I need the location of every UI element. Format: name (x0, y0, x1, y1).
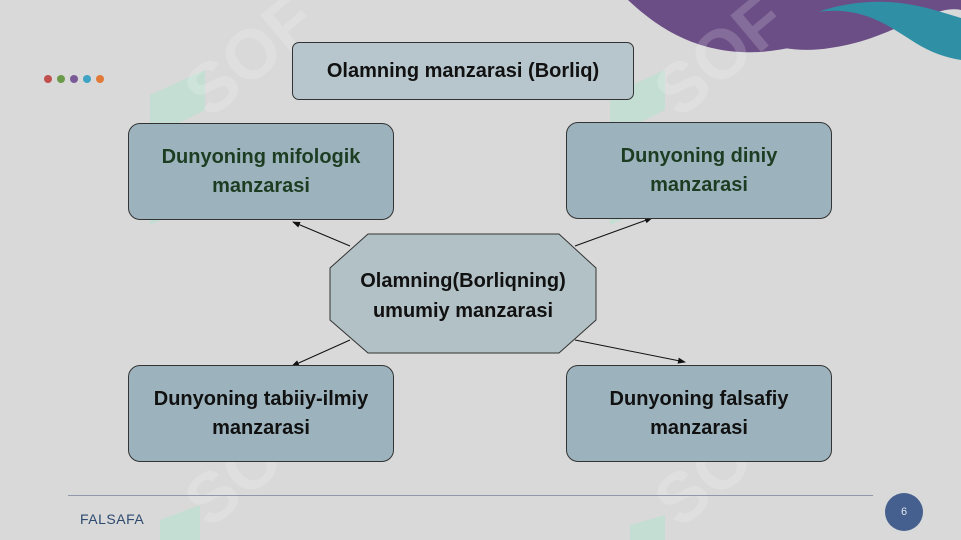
center-node-label: Olamning(Borliqning) umumiy manzarasi (330, 266, 596, 326)
center-label-line2: umumiy manzarasi (372, 300, 554, 322)
node-mythological: Dunyoning mifologik manzarasi (128, 123, 394, 220)
page-number: 6 (900, 506, 908, 518)
dot (96, 75, 104, 83)
arrow-icon (574, 339, 686, 364)
footer-divider (68, 495, 873, 496)
node-label-line2: manzarasi (212, 174, 310, 197)
dot (70, 75, 78, 83)
dot (83, 75, 91, 83)
node-label-line2: manzarasi (650, 173, 748, 196)
arrow-icon (292, 221, 351, 247)
arrow-icon (291, 339, 351, 367)
footer-label: FALSAFA (80, 511, 145, 527)
node-label-line1: Dunyoning tabiiy-ilmiy (153, 387, 369, 410)
node-label-line1: Dunyoning falsafiy (609, 387, 789, 410)
diagram-title: Olamning manzarasi (Borliq) (326, 59, 600, 82)
node-label-line2: manzarasi (650, 416, 748, 439)
node-natural-scientific: Dunyoning tabiiy-ilmiy manzarasi (128, 365, 394, 462)
center-label-line1: Olamning(Borliqning) (360, 270, 566, 292)
dot (57, 75, 65, 83)
node-label-line1: Dunyoning diniy (620, 144, 778, 167)
node-label-line1: Dunyoning mifologik (161, 145, 361, 168)
page-number-badge: 6 (885, 493, 923, 531)
center-octagon (329, 233, 597, 354)
arrow-icon (574, 217, 653, 247)
node-religious: Dunyoning diniy manzarasi (566, 122, 832, 219)
dot (44, 75, 52, 83)
node-philosophical: Dunyoning falsafiy manzarasi (566, 365, 832, 462)
decorative-dots-icon (44, 75, 104, 83)
node-label-line2: manzarasi (212, 416, 310, 439)
diagram-title-box: Olamning manzarasi (Borliq) (292, 42, 634, 100)
corner-wave-icon (628, 0, 961, 60)
